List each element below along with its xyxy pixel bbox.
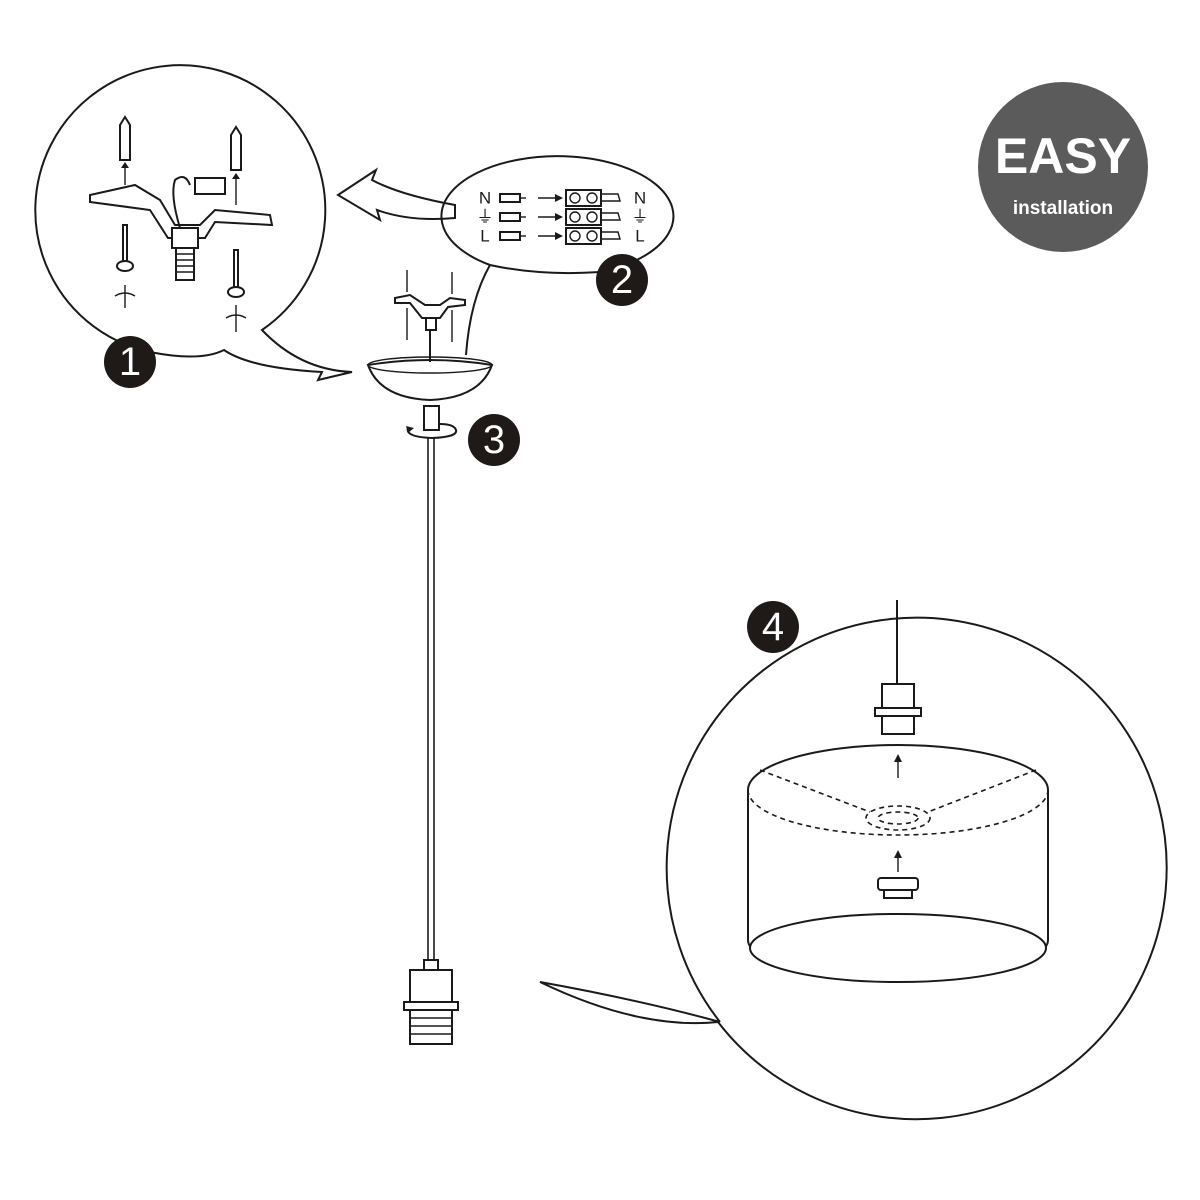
curved-arrow-left [336,167,456,223]
wire-label-left-l: L [480,227,489,246]
socket-cap [423,959,439,971]
callout-bubble-2 [440,155,675,356]
threaded-rod [175,247,195,281]
step-number-4: 4 [762,605,784,649]
wall-plug-left [119,115,131,185]
step-badge-3: 3 [468,414,520,466]
socket-ring [403,1001,459,1011]
shade-ring-nut [877,877,919,891]
pendant-assembly [366,270,494,1045]
badge-title: EASY [995,128,1131,184]
wire-label-right-n: N [634,189,646,208]
callout-bubble-4 [539,616,1168,1121]
wire-label-left-n: N [479,189,491,208]
callout-bubble-1 [34,64,353,382]
screw-left [114,224,136,308]
step-badge-4: 4 [747,601,799,653]
wiring-row-earth: ⏚ ⏚ [477,208,649,227]
step-1-callout [34,64,353,382]
shade-ring-nut-base [883,889,913,899]
cord-grip [423,405,440,431]
drum-shade-top-hidden [747,789,1049,836]
socket-thread-detail [881,715,915,735]
wire-label-right-l: L [635,227,644,246]
wiring-row-neutral: N N [479,189,646,208]
easy-installation-badge: EASY installation [978,82,1148,252]
drum-shade-bottom-opening [749,913,1047,983]
socket-ring-detail [874,707,922,717]
wiring-rows: N N ⏚ ⏚ L L [477,189,649,246]
shade-ring-hidden [865,805,931,831]
drum-shade-top [747,744,1049,791]
wire-clamp [172,175,191,229]
step-number-1: 1 [119,340,141,384]
shade-hole-hidden [877,811,919,825]
step-2-callout: N N ⏚ ⏚ L L [440,155,675,356]
wire-label-left-earth: ⏚ [477,208,494,227]
shade-spider-hidden [759,769,1037,813]
step-number-3: 3 [483,418,505,462]
wall-plug-right [230,125,242,205]
socket-detail [881,683,915,709]
rotate-arrowhead-icon [406,426,414,433]
step-number-2: 2 [611,258,633,302]
socket-thread [409,1009,453,1045]
terminal-screws [569,192,621,242]
step-badge-1: 1 [104,336,156,388]
terminal-block [194,177,226,195]
hex-nut [171,227,199,249]
step-4-callout [539,600,1168,1121]
rotate-ring-icon [406,423,458,440]
mini-bracket [394,270,466,342]
lamp-socket [409,969,453,1003]
arrowhead-up-icon-2 [894,850,902,858]
socket-thread-lines [410,1017,452,1035]
mounting-bracket [89,183,274,239]
ceiling-canopy [366,359,494,402]
badge-circle [978,82,1148,252]
wiring-row-live: L L [480,227,644,246]
thread-lines [176,253,194,273]
badge-subtitle: installation [1013,198,1113,219]
step-badge-2: 2 [596,254,648,306]
screw-right [225,249,247,332]
arrowhead-up-icon [894,754,902,762]
wire-label-right-earth: ⏚ [632,208,649,227]
